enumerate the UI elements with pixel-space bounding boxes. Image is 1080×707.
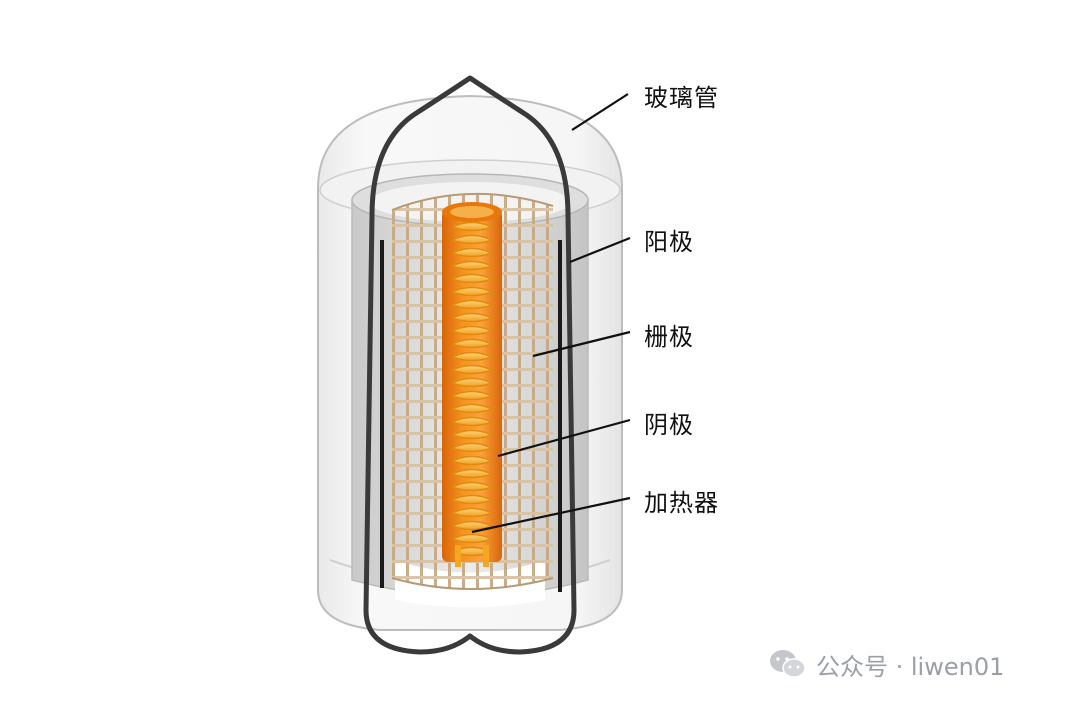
leader-heater	[471, 496, 631, 534]
heater-coil-turn	[451, 247, 495, 258]
heater-coil-turn	[451, 325, 495, 336]
heater-coil-turn	[451, 377, 495, 388]
heater-coil-turn	[451, 494, 495, 505]
heater-coil-turn	[451, 416, 495, 427]
label-grid: 栅极	[644, 323, 694, 351]
leader-glass	[571, 93, 629, 131]
heater-coil-turn	[451, 390, 495, 401]
heater-coil-turn	[451, 455, 495, 466]
heater-coil-turn	[451, 273, 495, 284]
heater-coil-turn	[451, 481, 495, 492]
heater-coil-turn	[451, 260, 495, 271]
heater-coil	[451, 221, 495, 567]
wechat-icon	[770, 650, 806, 678]
heater-coil-turn	[451, 533, 495, 544]
heater-coil-turn	[451, 338, 495, 349]
leader-grid	[532, 330, 631, 358]
heater-coil-turn	[451, 468, 495, 479]
heater-coil-turn	[451, 299, 495, 310]
leader-anode	[569, 236, 631, 264]
leader-lines	[471, 93, 631, 534]
heater-coil-turn	[451, 442, 495, 453]
label-cathode: 阴极	[644, 411, 694, 439]
leader-cathode	[497, 418, 631, 458]
heater-coil-turn	[451, 234, 495, 245]
heater-coil-turn	[451, 429, 495, 440]
watermark-text: 公众号 · liwen01	[816, 652, 1005, 681]
heater-lead	[455, 545, 461, 567]
watermark: 公众号 · liwen01	[768, 646, 1004, 682]
heater-coil-turn	[451, 221, 495, 232]
heater-coil-turn	[451, 351, 495, 362]
heater-lead	[483, 545, 489, 567]
label-heater: 加热器	[644, 489, 719, 517]
heater-coil-turn	[451, 364, 495, 375]
heater-coil-turn	[451, 403, 495, 414]
heater-coil-turn	[451, 520, 495, 531]
glass-outline	[363, 75, 577, 655]
heater-coil-turn	[451, 546, 495, 557]
label-anode: 阳极	[644, 228, 694, 256]
label-glass-tube: 玻璃管	[644, 84, 719, 112]
heater-coil-turn	[451, 507, 495, 518]
heater-coil-turn	[451, 312, 495, 323]
heater-coil-turn	[451, 286, 495, 297]
